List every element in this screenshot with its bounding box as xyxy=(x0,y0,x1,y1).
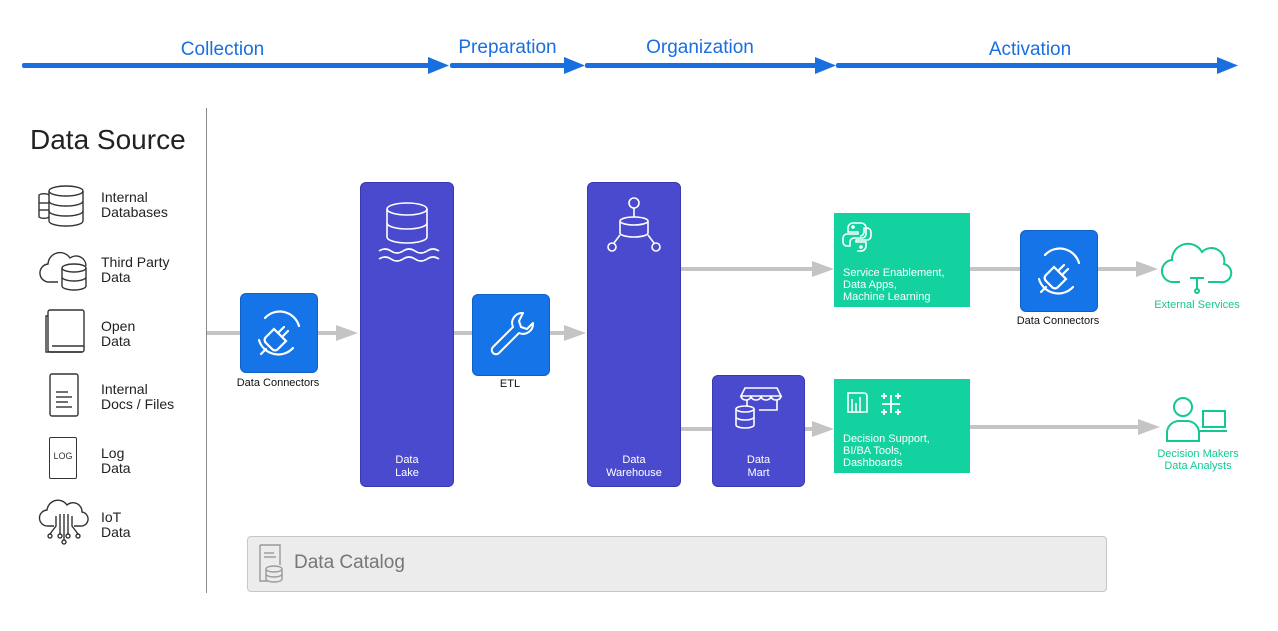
document-icon xyxy=(49,373,79,417)
source-third-party-data: Third Party Data xyxy=(101,254,170,285)
phase-activation: Activation xyxy=(988,39,1072,60)
data-catalog-label: Data Catalog xyxy=(294,552,405,573)
iot-cloud-icon xyxy=(38,499,89,545)
cloud-database-icon xyxy=(39,251,87,291)
data-warehouse-box: Data Warehouse xyxy=(587,182,681,487)
phase-organization: Organization xyxy=(646,37,754,58)
source-divider xyxy=(206,108,207,593)
data-lake-icon xyxy=(378,202,440,262)
source-internal-docs: Internal Docs / Files xyxy=(101,381,175,412)
service-enablement-label: Service Enablement, Data Apps, Machine L… xyxy=(843,267,945,303)
data-lake-label: Data Lake xyxy=(395,454,419,479)
data-connectors-in-box xyxy=(240,293,318,373)
cloud-network-icon xyxy=(1160,242,1233,294)
source-internal-databases: Internal Databases xyxy=(101,189,168,220)
phase-preparation: Preparation xyxy=(458,37,557,58)
decision-support-box: Decision Support, BI/BA Tools, Dashboard… xyxy=(834,379,970,473)
etl-label: ETL xyxy=(499,378,521,390)
data-connectors-in-label: Data Connectors xyxy=(236,377,320,389)
plug-icon-out xyxy=(1037,247,1081,295)
user-computer-icon xyxy=(1166,397,1227,442)
database-icon xyxy=(38,185,84,227)
etl-box xyxy=(472,294,550,376)
phase-arrows xyxy=(22,57,1238,74)
log-file-icon: LOG xyxy=(36,436,92,482)
wrench-icon xyxy=(490,311,535,356)
data-catalog-bar: Data Catalog xyxy=(247,536,1107,592)
data-warehouse-icon xyxy=(607,197,661,252)
source-iot-data: IoT Data xyxy=(101,509,131,540)
data-mart-icon xyxy=(735,387,783,429)
source-log-data: Log Data xyxy=(101,445,131,476)
data-connectors-out-label: Data Connectors xyxy=(1016,315,1100,327)
data-source-title: Data Source xyxy=(30,124,186,155)
plug-icon xyxy=(257,310,301,356)
book-icon xyxy=(45,309,85,353)
decision-makers-label: Decision Makers Data Analysts xyxy=(1157,448,1239,472)
catalog-document-icon xyxy=(259,544,283,583)
tableau-icon xyxy=(881,393,901,415)
data-warehouse-label: Data Warehouse xyxy=(606,454,662,479)
phase-collection: Collection xyxy=(180,39,265,60)
data-lake-box: Data Lake xyxy=(360,182,454,487)
external-services-label: External Services xyxy=(1154,299,1240,311)
power-bi-icon xyxy=(847,392,868,413)
data-mart-box: Data Mart xyxy=(712,375,805,487)
log-icon-text: LOG xyxy=(53,451,73,461)
data-connectors-out-box xyxy=(1020,230,1098,312)
service-enablement-box: Service Enablement, Data Apps, Machine L… xyxy=(834,213,970,307)
source-open-data: Open Data xyxy=(101,318,136,349)
decision-support-label: Decision Support, BI/BA Tools, Dashboard… xyxy=(843,433,930,469)
python-icon xyxy=(842,222,872,252)
data-mart-label: Data Mart xyxy=(746,454,771,479)
